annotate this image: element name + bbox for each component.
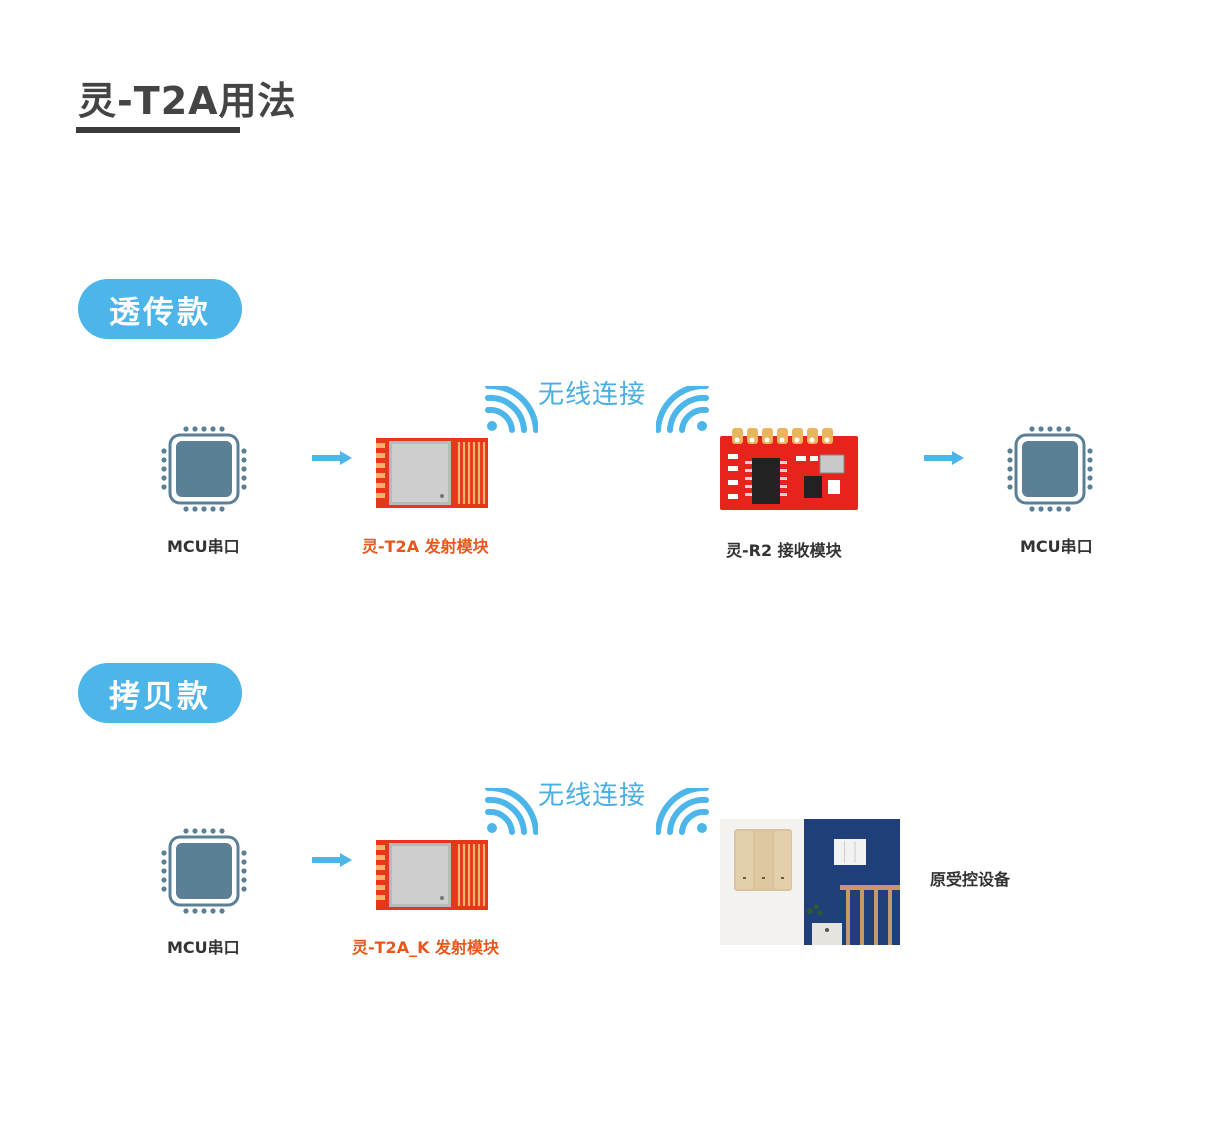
wireless-connection-label: 无线连接 — [538, 775, 646, 812]
section-tag-copy: 拷贝款 — [78, 663, 242, 723]
wireless-connection-label: 无线连接 — [538, 374, 646, 411]
t2a-label: 灵-T2A 发射模块 — [362, 533, 489, 557]
mcu-label-right: MCU串口 — [1020, 533, 1093, 557]
t2a-k-module-image — [376, 840, 488, 910]
mcu-chip-icon — [1005, 424, 1095, 514]
t2a-k-label: 灵-T2A_K 发射模块 — [352, 934, 499, 958]
wifi-signal-icon — [482, 386, 538, 436]
wifi-signal-icon — [482, 788, 538, 838]
wall-switch-photo — [720, 819, 900, 945]
arrow-right-icon — [312, 853, 352, 867]
wifi-signal-icon — [656, 788, 712, 838]
arrow-right-icon — [924, 451, 964, 465]
controlled-device-label: 原受控设备 — [930, 866, 1010, 890]
r2-module-image — [720, 428, 858, 510]
mcu-chip-icon — [159, 424, 249, 514]
page-title: 灵-T2A用法 — [78, 70, 297, 125]
t2a-module-image — [376, 438, 488, 508]
wifi-signal-icon — [656, 386, 712, 436]
mcu-chip-icon — [159, 826, 249, 916]
r2-label: 灵-R2 接收模块 — [726, 537, 842, 561]
mcu-label-left: MCU串口 — [167, 533, 240, 557]
mcu-label-bottom: MCU串口 — [167, 934, 240, 958]
section-tag-passthrough: 透传款 — [78, 279, 242, 339]
title-underline — [76, 127, 240, 133]
arrow-right-icon — [312, 451, 352, 465]
